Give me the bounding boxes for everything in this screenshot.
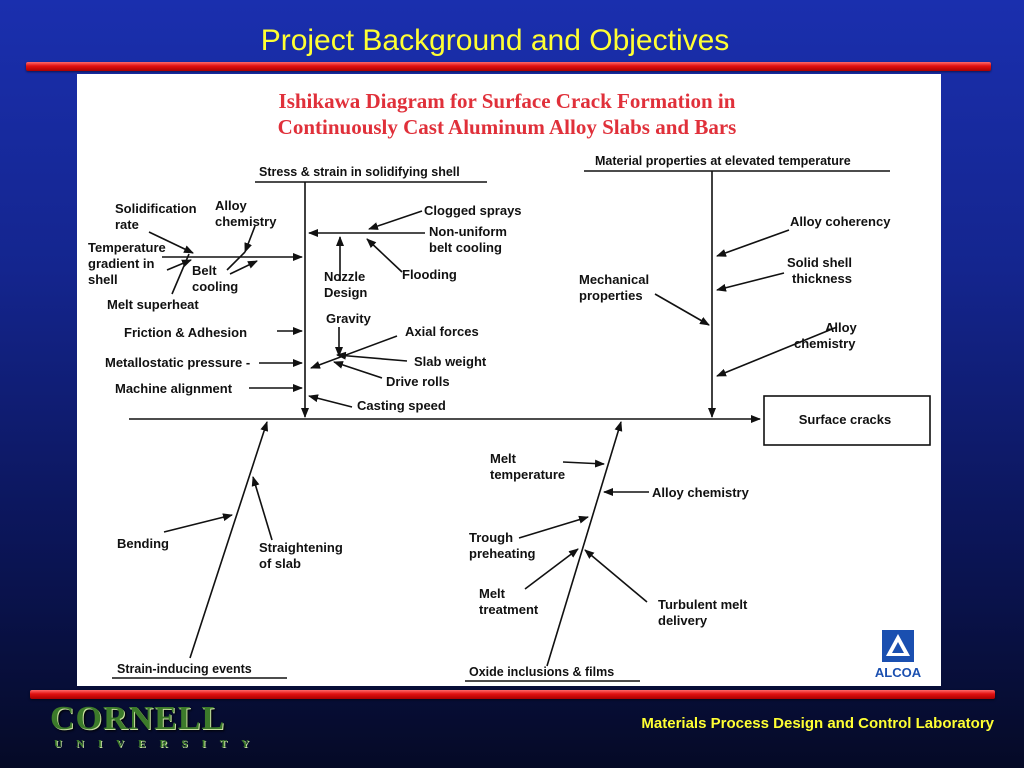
cause-turbulent-melt-delivery: Turbulent melt <box>658 597 748 612</box>
category-stress: Stress & strain in solidifying shell <box>259 165 460 179</box>
svg-text:temperature: temperature <box>490 467 565 482</box>
cause-solid-shell-thickness: Solid shell <box>787 255 852 270</box>
cause-clogged-sprays: Clogged sprays <box>424 203 522 218</box>
svg-text:belt cooling: belt cooling <box>429 240 502 255</box>
svg-text:rate: rate <box>115 217 139 232</box>
svg-text:ALCOA: ALCOA <box>875 665 922 680</box>
effect-label: Surface cracks <box>799 412 892 427</box>
diagram-title-line1: Ishikawa Diagram for Surface Crack Forma… <box>279 89 736 113</box>
cause-melt-temperature: Melt <box>490 451 517 466</box>
cornell-university-text: UNIVERSITY <box>54 738 264 750</box>
svg-text:preheating: preheating <box>469 546 536 561</box>
svg-text:thickness: thickness <box>792 271 852 286</box>
footer-lab-name: Materials Process Design and Control Lab… <box>641 715 994 732</box>
svg-text:shell: shell <box>88 272 118 287</box>
svg-text:chemistry: chemistry <box>215 214 277 229</box>
category-strain-events: Strain-inducing events <box>117 662 252 676</box>
diagram-title-line2: Continuously Cast Aluminum Alloy Slabs a… <box>278 115 737 139</box>
cause-alloy-chemistry-oxide: Alloy chemistry <box>652 485 750 500</box>
alcoa-logo: ALCOA <box>875 630 922 680</box>
top-divider <box>26 62 991 71</box>
svg-text:Design: Design <box>324 285 367 300</box>
cause-friction-adhesion: Friction & Adhesion <box>124 325 247 340</box>
svg-text:gradient in: gradient in <box>88 256 155 271</box>
category-material: Material properties at elevated temperat… <box>595 154 851 168</box>
cause-melt-superheat: Melt superheat <box>107 297 199 312</box>
bottom-divider <box>30 690 995 699</box>
cause-labels: Solidification rate Alloy chemistry Temp… <box>88 198 891 628</box>
cause-axial-forces: Axial forces <box>405 324 479 339</box>
cause-mechanical-properties: Mechanical <box>579 272 649 287</box>
effect-box <box>763 395 931 446</box>
mechanical-sub-bone <box>310 335 398 369</box>
cause-alloy-chemistry: Alloy <box>215 198 248 213</box>
cornell-logo: CORNELL <box>50 700 226 737</box>
svg-text:of slab: of slab <box>259 556 301 571</box>
svg-text:cooling: cooling <box>192 279 238 294</box>
diagram-panel: Ishikawa Diagram for Surface Crack Forma… <box>77 74 941 686</box>
oxide-bone <box>546 421 623 667</box>
slide-title: Project Background and Objectives <box>260 24 730 57</box>
cause-flooding: Flooding <box>402 267 457 282</box>
cause-solidification-rate: Solidification <box>115 201 197 216</box>
cause-alloy-chemistry-material: Alloy <box>825 320 858 335</box>
category-oxide: Oxide inclusions & films <box>469 665 614 679</box>
cause-temperature-gradient: Temperature <box>88 240 166 255</box>
cause-melt-treatment: Melt <box>479 586 506 601</box>
cause-slab-weight: Slab weight <box>414 354 487 369</box>
strain-bone <box>189 421 269 659</box>
cause-bending: Bending <box>117 536 169 551</box>
cause-trough-preheating: Trough <box>469 530 513 545</box>
svg-text:properties: properties <box>579 288 643 303</box>
cause-alloy-coherency: Alloy coherency <box>790 214 891 229</box>
svg-text:chemistry: chemistry <box>794 336 856 351</box>
cause-gravity: Gravity <box>326 311 372 326</box>
cause-belt-cooling: Belt <box>192 263 217 278</box>
svg-text:treatment: treatment <box>479 602 539 617</box>
cause-machine-alignment: Machine alignment <box>115 381 233 396</box>
cause-metallostatic-pressure: Metallostatic pressure - <box>105 355 250 370</box>
diagram-lines <box>112 170 890 682</box>
cause-casting-speed: Casting speed <box>357 398 446 413</box>
ishikawa-diagram: Ishikawa Diagram for Surface Crack Forma… <box>88 89 931 682</box>
cause-straightening-of-slab: Straightening <box>259 540 343 555</box>
cause-nonuniform-belt-cooling: Non-uniform <box>429 224 507 239</box>
cause-nozzle-design: Nozzle <box>324 269 365 284</box>
cause-drive-rolls: Drive rolls <box>386 374 450 389</box>
svg-text:delivery: delivery <box>658 613 708 628</box>
